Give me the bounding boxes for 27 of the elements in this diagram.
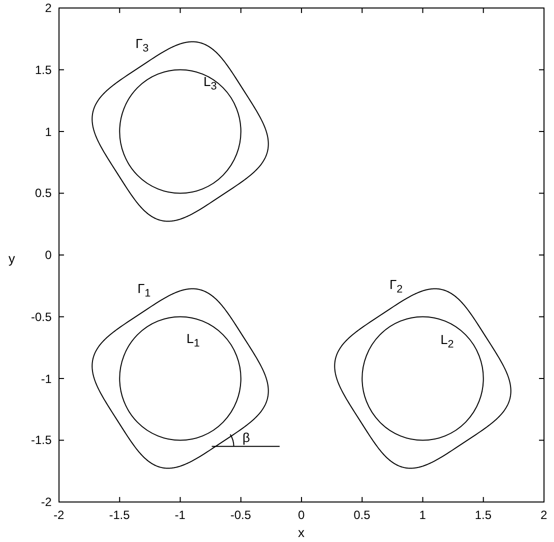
tick-label: 1 — [419, 509, 426, 521]
curve-label: Γ$_{1}$ — [138, 282, 151, 299]
axis-label: x — [298, 526, 304, 538]
curve-label: L$_{3}$ — [204, 74, 217, 92]
tick-label: -2 — [41, 496, 52, 508]
tick-label: 1.5 — [35, 64, 52, 76]
tick-label: -1.5 — [109, 509, 130, 521]
tick-label: -0.5 — [230, 509, 252, 521]
curve-label: Γ$_{3}$ — [136, 36, 149, 54]
tick-label: 0 — [298, 509, 305, 521]
curve-label: Γ$_{2}$ — [390, 278, 403, 295]
tick-label: 1.5 — [474, 509, 492, 521]
tick-label: 1 — [45, 126, 52, 138]
tick-label: -1 — [174, 509, 186, 521]
curve-label: L$_{2}$ — [440, 332, 454, 350]
curve-label: L$_{1}$ — [186, 332, 200, 349]
tick-label: 0.5 — [354, 509, 370, 521]
tick-label: 0 — [45, 249, 52, 261]
angle-label: β — [242, 430, 250, 444]
tick-label: -1.5 — [31, 434, 52, 446]
tick-label: 2 — [540, 509, 548, 521]
tick-label: -0.5 — [31, 310, 52, 323]
tick-label: -1 — [41, 372, 52, 384]
tick-label: 2 — [45, 2, 52, 14]
axis-label: y — [8, 252, 15, 264]
tick-label: 0.5 — [35, 187, 52, 200]
tick-label: -2 — [54, 509, 64, 521]
